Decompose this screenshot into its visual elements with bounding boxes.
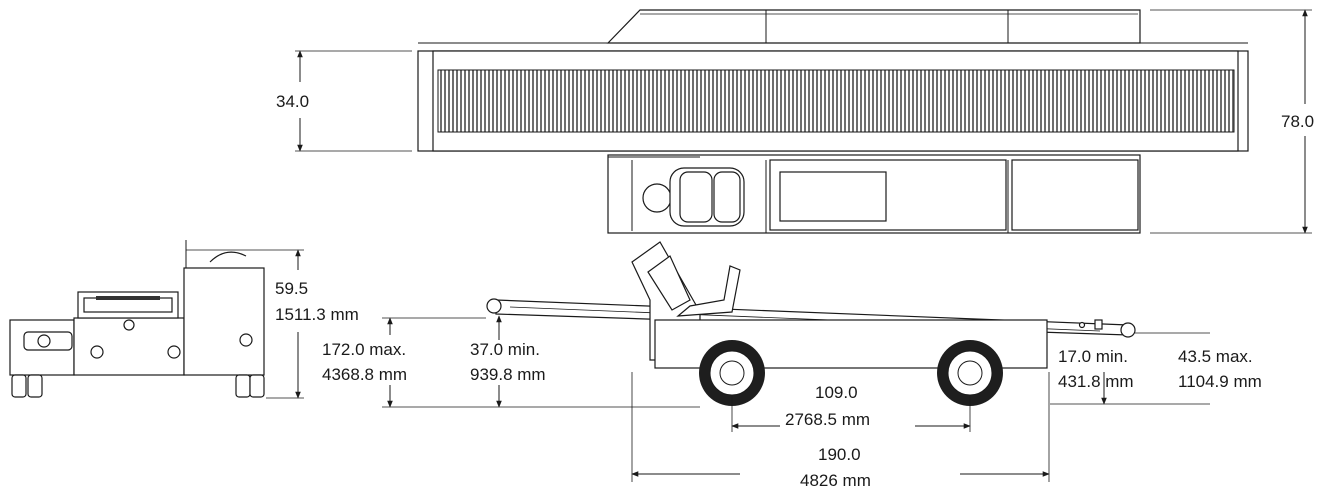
rear-max-mm-label: 4368.8 mm bbox=[322, 365, 407, 384]
top-view: 34.0 78.0 bbox=[276, 9, 1314, 234]
front-min-mm-label: 431.8 mm bbox=[1058, 372, 1134, 391]
side-view: 172.0 max. 4368.8 mm 37.0 min. 939.8 mm … bbox=[322, 241, 1262, 490]
belt-width-label: 34.0 bbox=[276, 92, 309, 111]
front-max-in-label: 43.5 max. bbox=[1178, 347, 1253, 366]
rear-min-mm-label: 939.8 mm bbox=[470, 365, 546, 384]
overall-length-mm-label: 4826 mm bbox=[800, 471, 871, 490]
seat-icon bbox=[642, 167, 745, 227]
wheelbase-mm-label: 2768.5 mm bbox=[785, 410, 870, 429]
end-height-in-label: 59.5 bbox=[275, 279, 308, 298]
front-max-mm-label: 1104.9 mm bbox=[1178, 372, 1262, 391]
front-min-in-label: 17.0 min. bbox=[1058, 347, 1128, 366]
wheelbase-in-label: 109.0 bbox=[815, 383, 858, 402]
rear-wheel bbox=[699, 340, 765, 406]
rear-min-in-label: 37.0 min. bbox=[470, 340, 540, 359]
end-view: 59.5 1511.3 mm bbox=[9, 240, 359, 399]
front-wheel bbox=[937, 340, 1003, 406]
overall-length-in-label: 190.0 bbox=[818, 445, 861, 464]
overall-width-label: 78.0 bbox=[1281, 112, 1314, 131]
rear-max-in-label: 172.0 max. bbox=[322, 340, 406, 359]
conveyor-belt bbox=[437, 69, 1235, 133]
end-height-mm-label: 1511.3 mm bbox=[275, 305, 359, 324]
